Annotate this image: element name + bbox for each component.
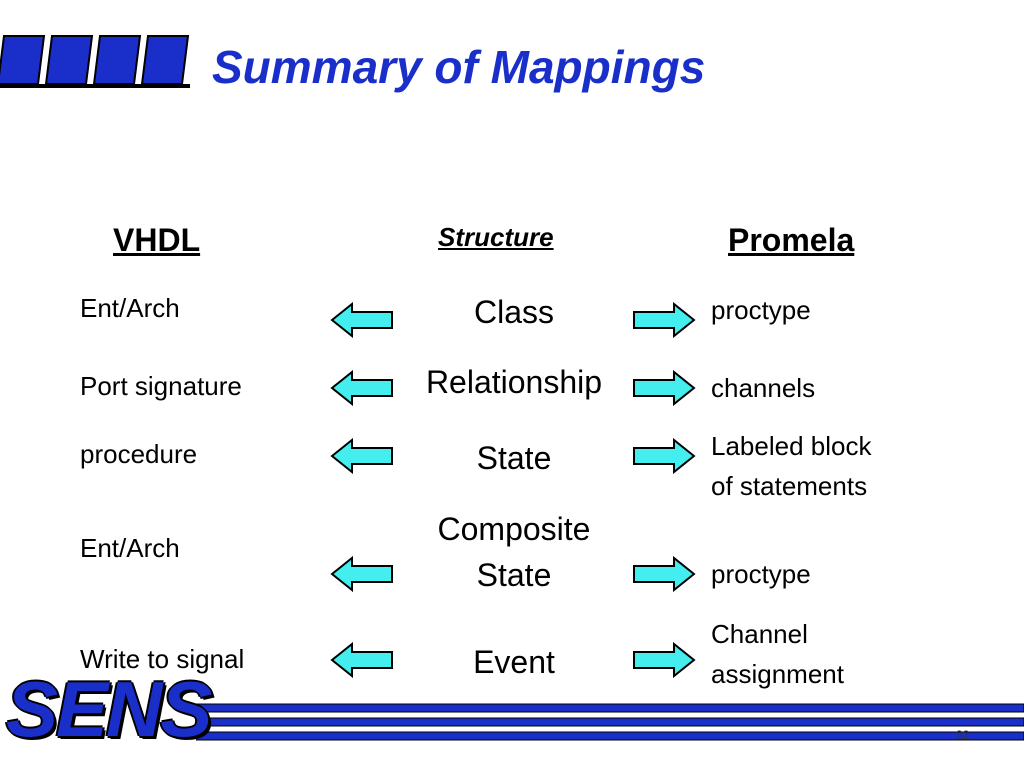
row1-structure: Class bbox=[473, 294, 554, 330]
header-structure: Structure bbox=[438, 222, 554, 252]
row5-structure: Event bbox=[473, 644, 555, 680]
page-number: 32 bbox=[956, 728, 970, 742]
row3-vhdl: procedure bbox=[80, 439, 198, 469]
left-arrow-icon bbox=[330, 438, 393, 474]
sens-logo: SENS bbox=[6, 665, 212, 753]
left-arrow-icon bbox=[330, 642, 393, 678]
row4-structure: Composite State bbox=[437, 511, 591, 593]
header-vhdl: VHDL bbox=[113, 222, 201, 258]
row2-vhdl: Port signature bbox=[80, 371, 242, 401]
row3-structure: State bbox=[476, 440, 552, 476]
left-arrow-icon bbox=[330, 302, 393, 338]
right-arrow-icon bbox=[633, 302, 696, 338]
right-arrow-icon bbox=[633, 642, 696, 678]
header-promela: Promela bbox=[728, 222, 855, 258]
page-title: Summary of Mappings bbox=[212, 41, 706, 93]
row2-promela: channels bbox=[711, 373, 816, 403]
row1-vhdl: Ent/Arch bbox=[80, 293, 180, 323]
right-arrow-icon bbox=[633, 556, 696, 592]
row5-promela: Channel assignment bbox=[711, 619, 844, 689]
row4-vhdl: Ent/Arch bbox=[80, 533, 180, 563]
left-arrow-icon bbox=[330, 556, 393, 592]
row3-promela: Labeled block of statements bbox=[711, 431, 872, 501]
left-arrow-icon bbox=[330, 370, 393, 406]
row2-structure: Relationship bbox=[425, 364, 603, 400]
title-decoration-blocks-icon bbox=[0, 35, 190, 88]
row1-promela: proctype bbox=[711, 295, 811, 325]
row5-vhdl: Write to signal bbox=[80, 644, 245, 674]
right-arrow-icon bbox=[633, 370, 696, 406]
footer-stripes bbox=[196, 703, 1024, 741]
row4-promela: proctype bbox=[711, 559, 811, 589]
right-arrow-icon bbox=[633, 438, 696, 474]
